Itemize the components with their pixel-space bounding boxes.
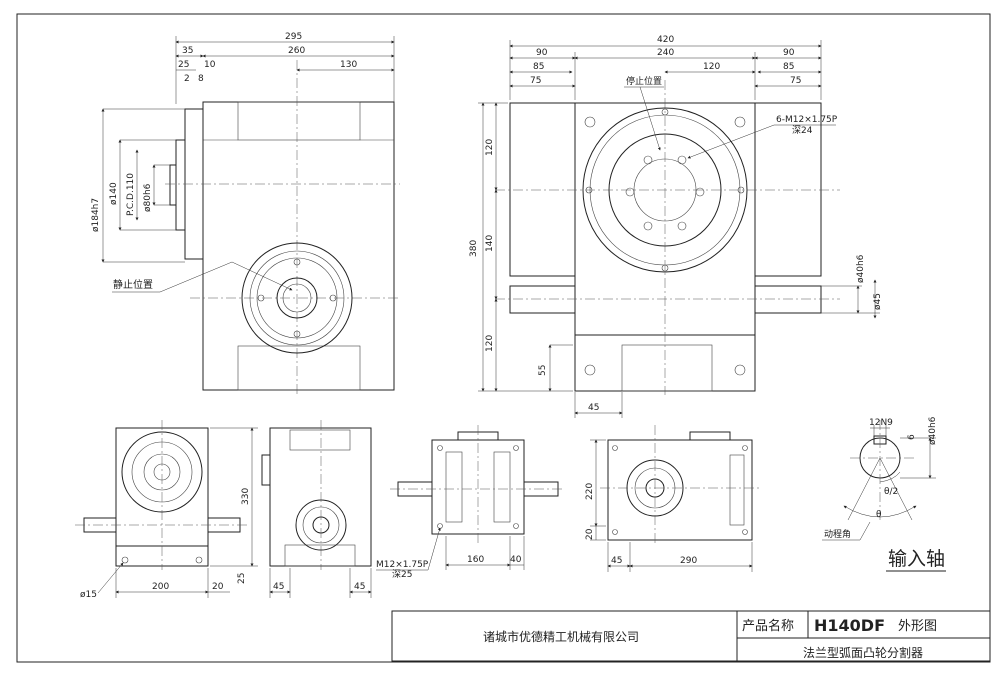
svg-text:输入轴: 输入轴: [888, 548, 945, 570]
svg-text:ø184h7: ø184h7: [91, 198, 101, 232]
svg-text:深24: 深24: [792, 125, 813, 136]
svg-text:M12×1.75P: M12×1.75P: [376, 560, 429, 570]
svg-text:295: 295: [285, 32, 302, 42]
svg-text:ø40h6: ø40h6: [928, 416, 938, 445]
product-model: H140DF: [814, 616, 885, 635]
svg-text:2: 2: [184, 74, 190, 84]
svg-text:P.C.D.110: P.C.D.110: [126, 173, 136, 216]
svg-text:130: 130: [340, 60, 357, 70]
svg-text:380: 380: [469, 240, 479, 257]
svg-text:90: 90: [536, 48, 548, 58]
bottom-view-2: 45 45: [261, 420, 372, 598]
svg-text:240: 240: [657, 48, 674, 58]
svg-text:40: 40: [510, 555, 522, 565]
drawing-type: 外形图: [898, 619, 937, 634]
svg-text:75: 75: [790, 76, 801, 86]
bottom-view-3: 160 40 M12×1.75P 深25: [376, 425, 565, 580]
svg-text:200: 200: [152, 582, 169, 592]
title-block: 诸城市优德精工机械有限公司 产品名称 H140DF 外形图 法兰型弧面凸轮分割器: [391, 610, 991, 662]
svg-text:ø40h6: ø40h6: [856, 254, 866, 283]
svg-text:θ: θ: [876, 510, 882, 520]
svg-text:静止位置: 静止位置: [113, 278, 153, 291]
svg-text:75: 75: [530, 76, 541, 86]
svg-text:90: 90: [783, 48, 795, 58]
svg-text:120: 120: [485, 335, 495, 352]
product-name-label: 产品名称: [742, 618, 794, 634]
shaft-detail: 12N9 6 ø40h6 θ/2 θ 动程角 输入轴: [822, 416, 946, 572]
svg-text:25: 25: [237, 573, 247, 584]
svg-text:20: 20: [585, 528, 595, 540]
svg-text:深25: 深25: [392, 569, 412, 580]
drawing-border: [16, 13, 991, 663]
svg-text:20: 20: [212, 582, 224, 592]
svg-text:140: 140: [485, 235, 495, 252]
company-name: 诸城市优德精工机械有限公司: [483, 629, 639, 644]
product-description: 法兰型弧面凸轮分割器: [803, 645, 923, 660]
right-front-view: 420 90 240 90 85 120 85 75 75 停止位置 6-M12…: [469, 35, 883, 418]
svg-text:6: 6: [907, 434, 917, 440]
svg-text:25: 25: [178, 60, 189, 70]
svg-text:8: 8: [198, 74, 204, 84]
svg-text:动程角: 动程角: [824, 528, 851, 540]
svg-text:ø45: ø45: [873, 293, 883, 310]
svg-text:10: 10: [204, 60, 216, 70]
bottom-view-4: 220 20 45 290: [585, 425, 760, 572]
svg-text:ø15: ø15: [80, 590, 97, 600]
svg-text:45: 45: [354, 582, 365, 592]
svg-text:ø80h6: ø80h6: [143, 183, 153, 212]
svg-text:停止位置: 停止位置: [626, 75, 662, 87]
svg-text:35: 35: [182, 46, 193, 56]
svg-text:85: 85: [533, 62, 544, 72]
bottom-view-1: 330 200 20 25 ø15: [75, 420, 258, 600]
svg-text:θ/2: θ/2: [884, 487, 898, 497]
svg-text:290: 290: [680, 556, 697, 566]
svg-text:45: 45: [273, 582, 284, 592]
svg-text:6-M12×1.75P: 6-M12×1.75P: [776, 115, 838, 125]
svg-text:220: 220: [585, 483, 595, 500]
svg-text:ø140: ø140: [109, 182, 119, 205]
svg-text:120: 120: [485, 139, 495, 156]
svg-text:330: 330: [241, 488, 251, 505]
svg-text:420: 420: [657, 35, 674, 45]
svg-text:160: 160: [467, 555, 484, 565]
svg-text:120: 120: [703, 62, 720, 72]
svg-text:12N9: 12N9: [869, 418, 893, 428]
svg-text:85: 85: [783, 62, 794, 72]
svg-text:55: 55: [538, 365, 548, 376]
svg-text:260: 260: [288, 46, 305, 56]
left-side-view: 295 35 260 25 10 130 2 8 ø184h7 ø140 P.C…: [91, 32, 400, 395]
svg-text:45: 45: [588, 403, 599, 413]
svg-text:45: 45: [611, 556, 622, 566]
